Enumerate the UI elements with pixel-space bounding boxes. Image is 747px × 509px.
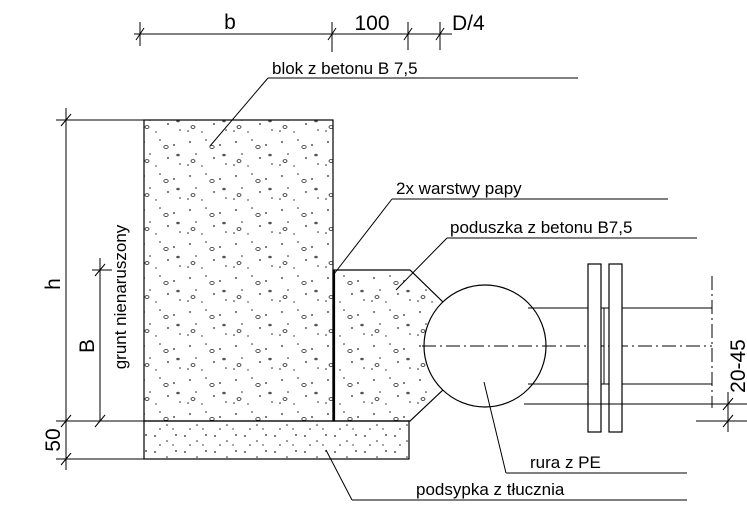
dimension-50: 50 (42, 428, 65, 451)
bedding-label: podsypka z tłucznia (416, 480, 565, 499)
pipe-label-leader: rura z PE (483, 381, 687, 474)
gravel-bedding (143, 420, 410, 460)
dimension-d-quarter: D/4 (452, 12, 485, 35)
top-dimension-chain: b 100 D/4 (134, 11, 485, 52)
pipe-run (422, 263, 713, 433)
dimension-b: b (224, 11, 236, 34)
block-label: blok z betonu B 7,5 (272, 59, 418, 78)
pipe-label: rura z PE (530, 453, 601, 472)
left-dimension-chain: h B 50 grunt nienaruszony (42, 108, 144, 470)
flange-right (608, 263, 623, 433)
soil-label: grunt nienaruszony (111, 224, 130, 369)
dimension-20-45: 20-45 (727, 339, 747, 393)
flange-left (587, 263, 602, 433)
block-label-leader: blok z betonu B 7,5 (209, 59, 578, 147)
offset-dimension: 20-45 (524, 339, 747, 432)
tar-paper-label-leader: 2x warstwy papy (333, 179, 668, 275)
dimension-100: 100 (354, 12, 389, 35)
concrete-block (143, 119, 334, 422)
tar-paper-label: 2x warstwy papy (396, 179, 522, 198)
dimension-B: B (76, 339, 99, 353)
dimension-h: h (42, 278, 65, 290)
cushion-label: poduszka z betonu B7,5 (450, 218, 632, 237)
cushion-label-leader: poduszka z betonu B7,5 (395, 218, 697, 291)
bedding-label-leader: podsypka z tłucznia (325, 449, 687, 501)
